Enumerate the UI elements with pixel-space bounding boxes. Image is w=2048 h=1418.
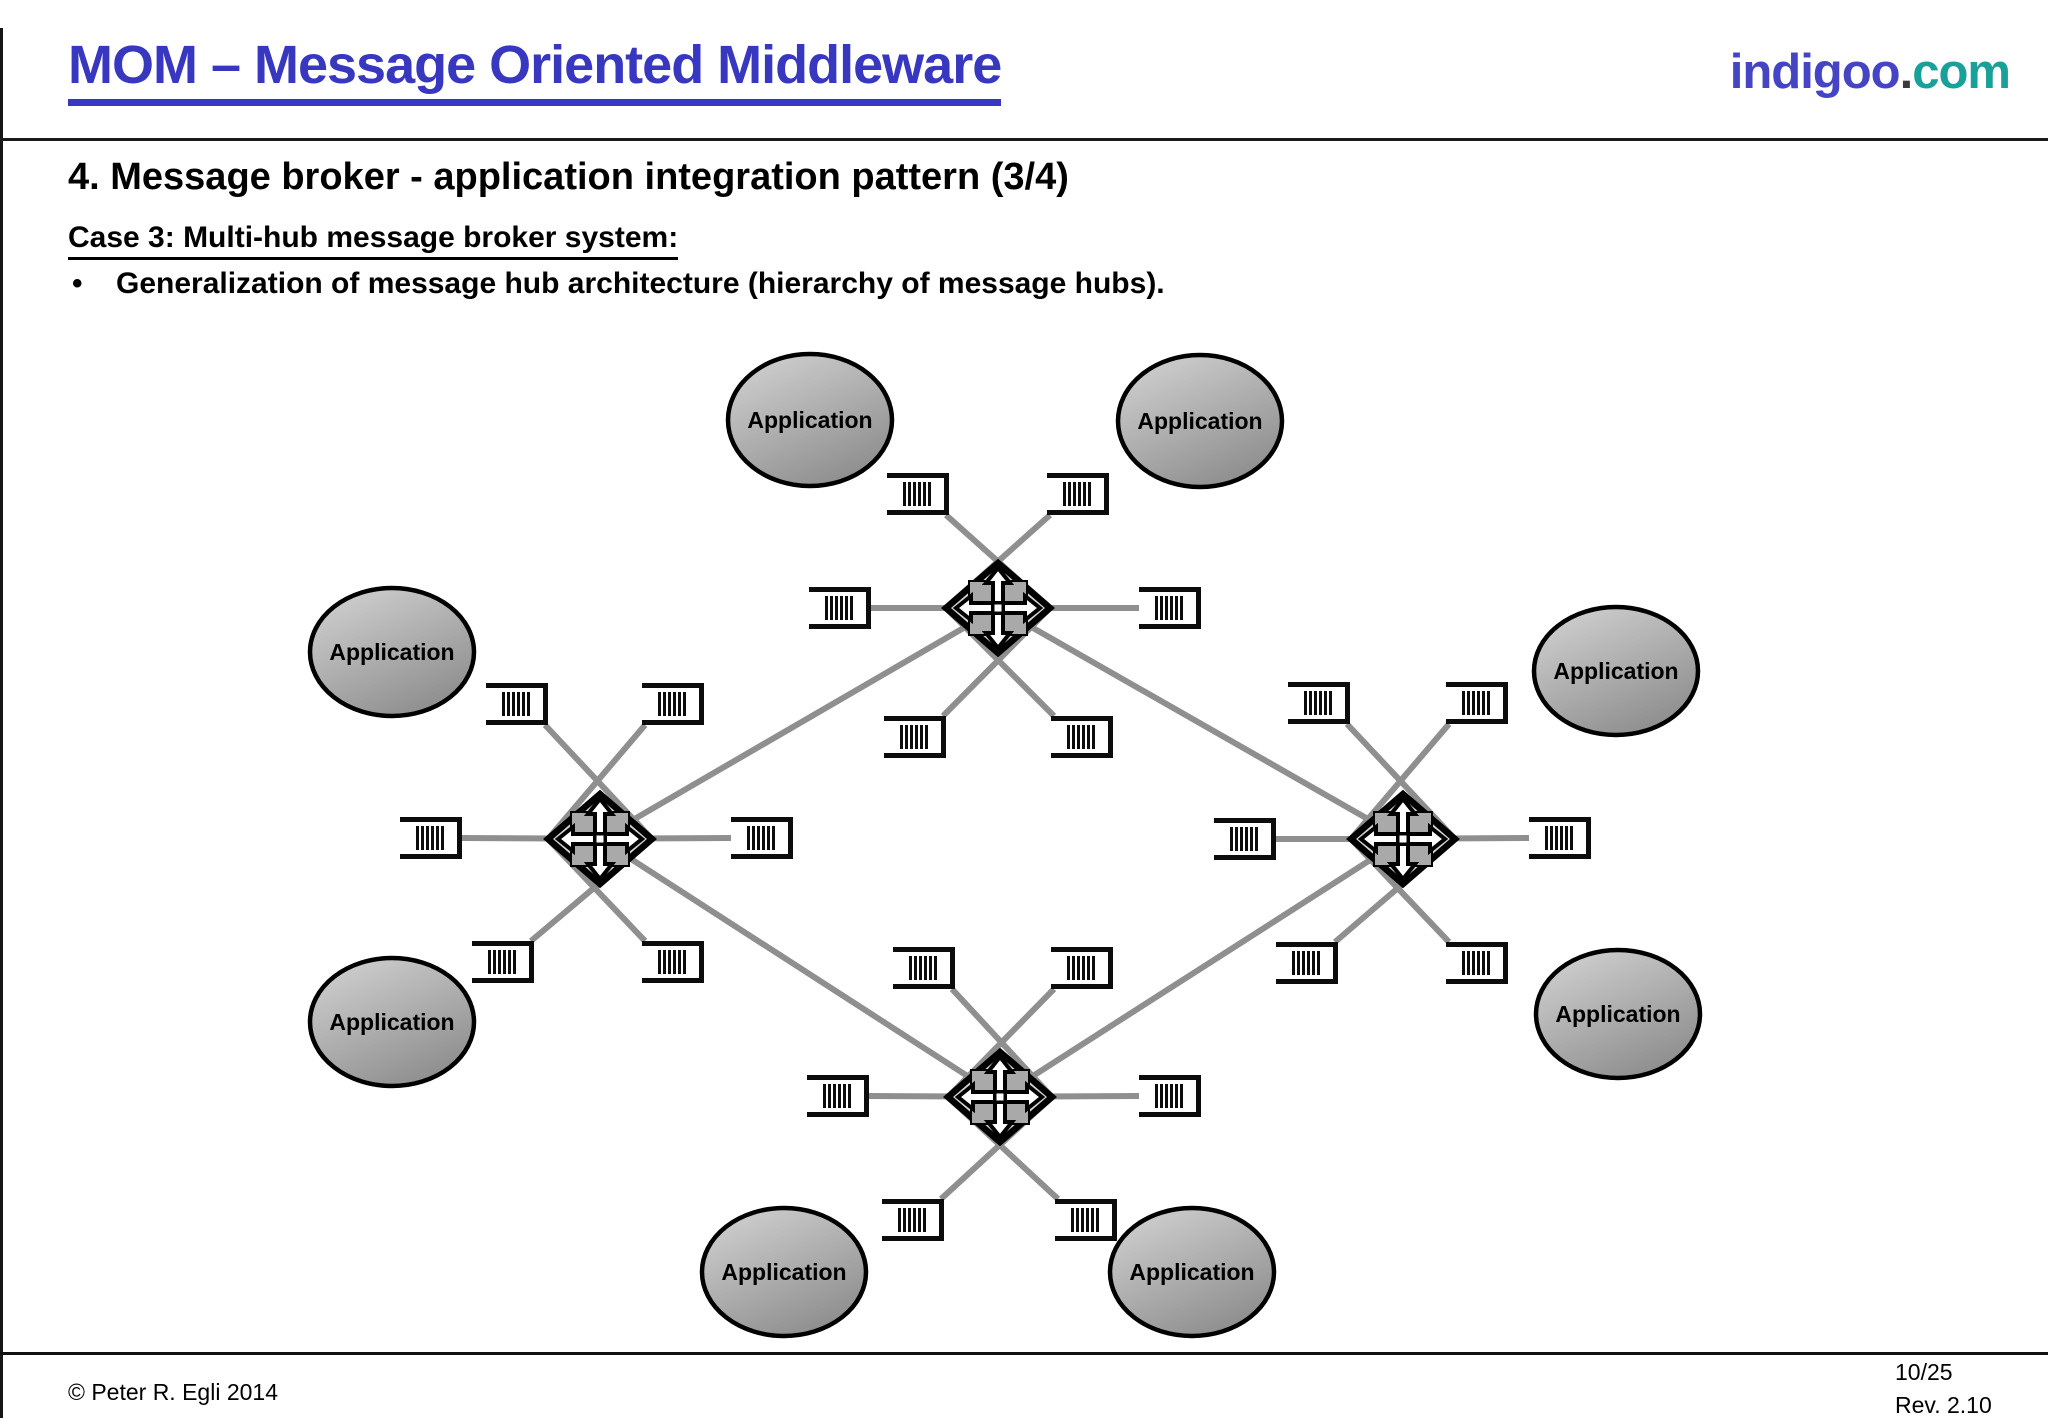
application-ellipse — [1115, 352, 1285, 490]
hub-link-line — [998, 836, 1405, 1100]
application-label: Application — [747, 407, 872, 433]
queue-icon — [486, 683, 548, 725]
application-node: Application — [725, 351, 895, 489]
page-info: 10/25 Rev. 2.10 — [1895, 1356, 1992, 1418]
footer-divider — [0, 1352, 2048, 1355]
application-ellipse — [1107, 1205, 1277, 1339]
logo: indigoo.com — [1729, 44, 2011, 100]
queue-icon — [1276, 942, 1338, 984]
hub-link-line — [598, 836, 1002, 1100]
application-label: Application — [1555, 1001, 1680, 1027]
queue-icon — [1214, 818, 1276, 860]
queue-icon — [809, 587, 871, 629]
queue-icon — [400, 817, 462, 859]
application-ellipse — [307, 585, 477, 719]
application-node: Application — [1531, 604, 1701, 738]
queue-icon — [1047, 473, 1109, 515]
queue-icon — [887, 473, 949, 515]
application-label: Application — [329, 639, 454, 665]
application-label: Application — [1553, 658, 1678, 684]
application-node: Application — [699, 1205, 869, 1339]
hub-icon-top — [946, 563, 1050, 653]
bullet-marker: • — [72, 267, 83, 300]
application-node: Application — [1533, 947, 1703, 1081]
queue-icon — [1288, 682, 1350, 724]
bullet-item: • Generalization of message hub architect… — [72, 267, 1165, 301]
queue-icon — [882, 1199, 944, 1241]
hub-icon-left — [548, 794, 652, 884]
slide-heading: 4. Message broker - application integrat… — [68, 156, 1069, 198]
queue-icon — [642, 941, 704, 983]
hub-link-line — [598, 605, 1000, 842]
bullet-text: Generalization of message hub architectu… — [116, 267, 1165, 300]
application-ellipse — [307, 955, 477, 1089]
hub-link-lines — [598, 605, 1405, 1100]
application-label: Application — [1137, 408, 1262, 434]
copyright-text: © Peter R. Egli 2014 — [68, 1379, 278, 1405]
hub-icon-right — [1351, 794, 1455, 884]
hub-link-line — [996, 605, 1405, 842]
queue-icon — [1051, 716, 1113, 758]
queue-icon — [807, 1075, 869, 1117]
queue-icon — [642, 683, 704, 725]
queue-icon — [1051, 947, 1113, 989]
application-node: Application — [1115, 352, 1285, 490]
queue-icon — [1446, 942, 1508, 984]
revision-number: Rev. 2.10 — [1895, 1392, 1992, 1418]
logo-part-com: com — [1912, 45, 2011, 99]
queue-icon — [1055, 1199, 1117, 1241]
application-label: Application — [329, 1009, 454, 1035]
page-title: MOM – Message Oriented Middleware — [68, 34, 1002, 106]
queue-icon — [1446, 682, 1508, 724]
queue-link-line — [1348, 722, 1452, 841]
queue-icon — [893, 947, 955, 989]
logo-dot: . — [1899, 45, 1914, 99]
application-node: Application — [1107, 1205, 1277, 1339]
application-node: Application — [307, 955, 477, 1089]
application-label: Application — [1129, 1259, 1254, 1285]
case-subheading: Case 3: Multi-hub message broker system: — [68, 221, 679, 260]
hub-icon-bottom — [948, 1052, 1052, 1142]
application-ellipse — [699, 1205, 869, 1339]
slide-left-border — [0, 28, 3, 1418]
queue-icon — [884, 716, 946, 758]
queue-icon — [731, 817, 793, 859]
queue-link-line — [545, 723, 648, 841]
queue-icon — [1529, 817, 1591, 859]
queue-icon — [1139, 587, 1201, 629]
queue-icon — [1139, 1075, 1201, 1117]
application-label: Application — [721, 1259, 846, 1285]
application-ellipse — [1531, 604, 1701, 738]
logo-part-indigoo: indigoo — [1729, 45, 1901, 99]
application-ellipse — [725, 351, 895, 489]
queue-icon — [472, 941, 534, 983]
application-ellipse — [1533, 947, 1703, 1081]
header-divider — [0, 138, 2048, 141]
page-number: 10/25 — [1895, 1359, 1953, 1385]
application-node: Application — [307, 585, 477, 719]
